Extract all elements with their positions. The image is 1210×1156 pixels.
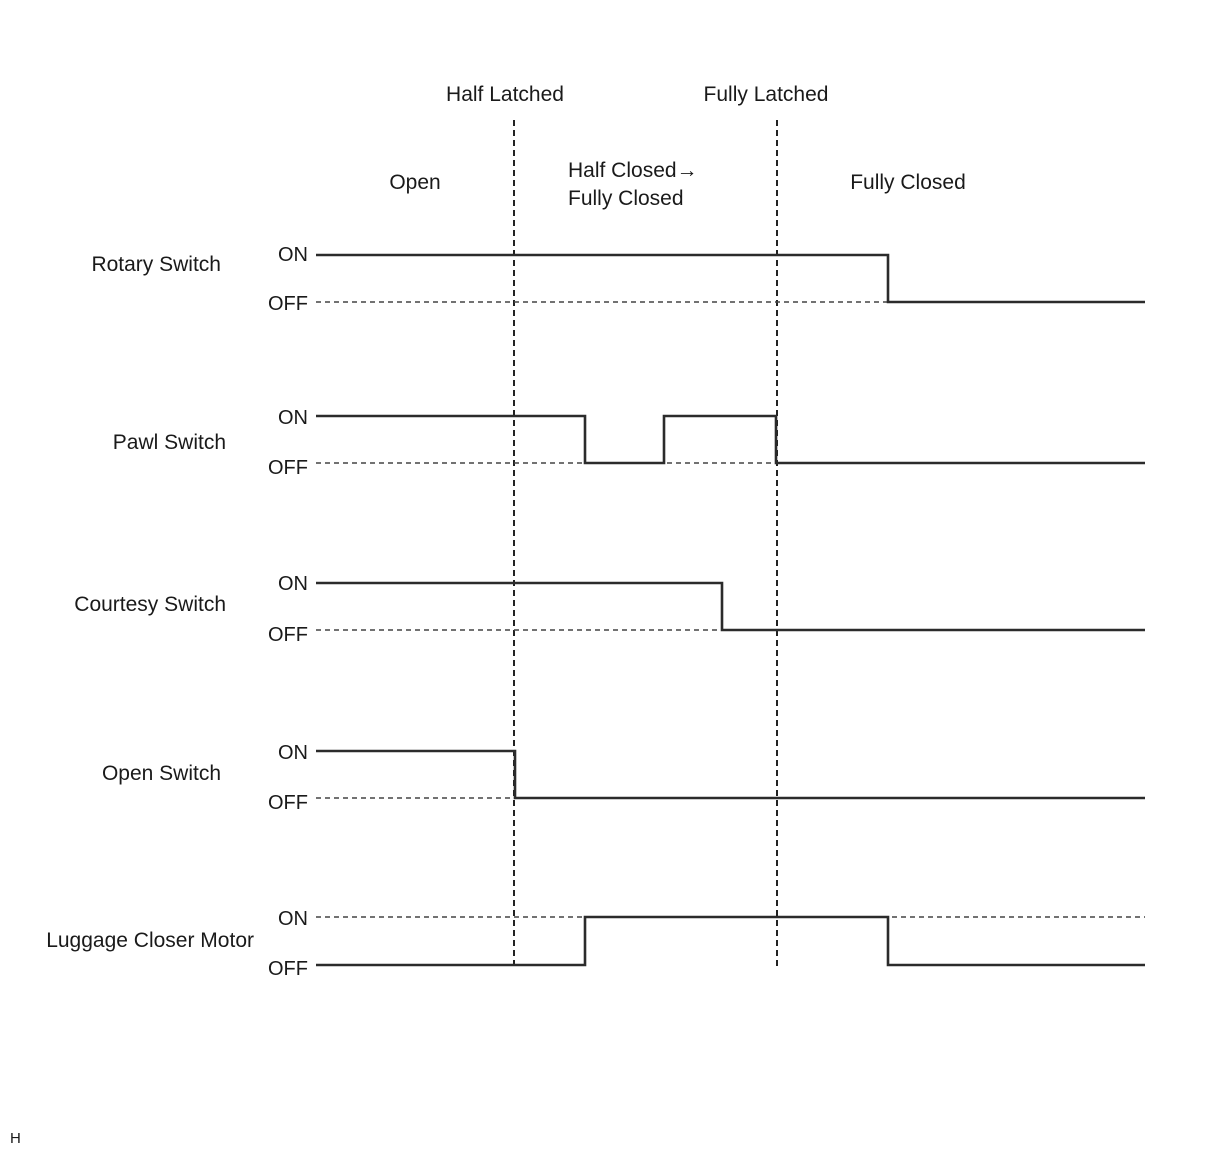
signal-label-pawl-switch: Pawl Switch [113,431,226,454]
signal-row-luggage-closer-motor: Luggage Closer Motor ON OFF [46,908,308,980]
phase-label-open: Open [389,171,440,194]
on-level-label: ON [278,407,308,429]
on-level-label: ON [278,908,308,930]
signal-label-courtesy-switch: Courtesy Switch [74,593,226,616]
marker-label-half-latched: Half Latched [446,83,564,106]
signal-label-rotary-switch: Rotary Switch [91,253,221,276]
off-level-label: OFF [268,958,308,980]
signal-label-luggage-closer-motor: Luggage Closer Motor [46,929,254,952]
phase-label-fully-closed: Fully Closed [850,171,966,194]
off-level-label: OFF [268,293,308,315]
phase-label-half-closed-line1: Half Closed→ [568,159,698,182]
luggage-closer-motor-waveform [316,915,1145,967]
on-level-label: ON [278,573,308,595]
signal-row-pawl-switch: Pawl Switch ON OFF [113,407,308,479]
phase-label-half-closed-line2: Fully Closed [568,187,684,210]
signal-label-open-switch: Open Switch [102,762,221,785]
off-level-label: OFF [268,624,308,646]
rotary-switch-waveform [316,253,1145,304]
signal-row-courtesy-switch: Courtesy Switch ON OFF [74,573,308,646]
waveforms [316,253,1145,967]
signal-row-rotary-switch: Rotary Switch ON OFF [91,244,308,315]
off-level-label: OFF [268,457,308,479]
footer-note: H [10,1130,21,1147]
pawl-switch-waveform [316,414,1145,465]
courtesy-switch-waveform [316,581,1145,632]
signal-row-open-switch: Open Switch ON OFF [102,742,308,814]
open-switch-waveform [316,749,1145,800]
marker-label-fully-latched: Fully Latched [704,83,829,106]
on-level-label: ON [278,244,308,266]
off-level-label: OFF [268,792,308,814]
on-level-label: ON [278,742,308,764]
